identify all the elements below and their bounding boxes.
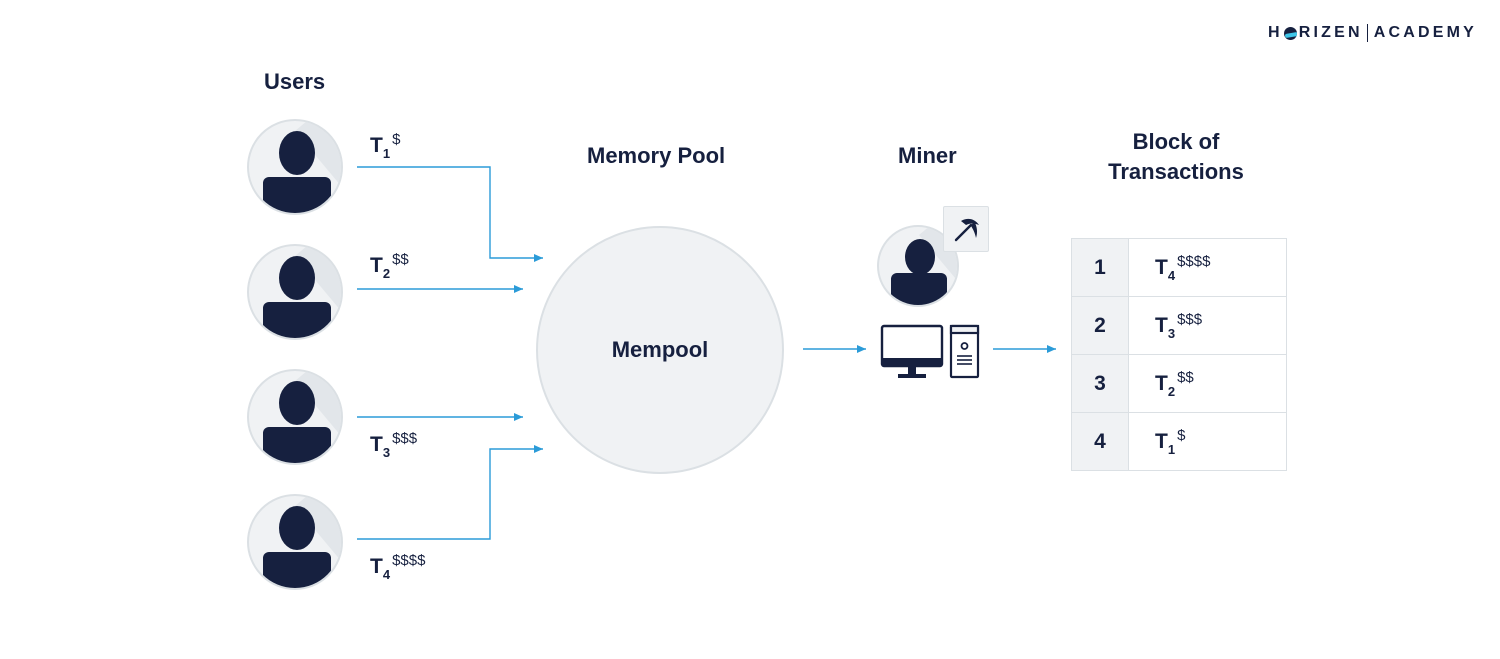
user-icon — [279, 381, 315, 425]
tx-label-2: T2$$ — [370, 251, 409, 281]
arrow-t4 — [357, 445, 543, 540]
pickaxe-icon — [954, 218, 979, 242]
tx-label-1: T1$ — [370, 131, 401, 161]
block-row-tx: T1$ — [1155, 426, 1186, 457]
block-row: 1 T4$$$$ — [1071, 238, 1287, 297]
block-row-tx: T4$$$$ — [1155, 252, 1211, 283]
user-avatar-4 — [247, 494, 343, 590]
block-row-tx: T3$$$ — [1155, 310, 1203, 341]
mempool-label: Mempool — [611, 337, 709, 362]
block-row-tx: T2$$ — [1155, 368, 1194, 399]
user-icon — [279, 131, 315, 175]
user-icon — [905, 239, 935, 275]
tx-label-3: T3$$$ — [370, 430, 418, 460]
user-avatar-2 — [247, 244, 343, 340]
pickaxe-box — [943, 206, 989, 252]
user-icon — [279, 506, 315, 550]
user-avatar-3 — [247, 369, 343, 465]
monitor-icon — [880, 324, 944, 378]
block-of-transactions-table: 1 T4$$$$ 2 T3$$$ 3 T2$$ 4 T1$ — [1071, 238, 1287, 471]
miner-computer — [880, 324, 980, 379]
logo-o-icon — [1283, 26, 1297, 40]
block-row: 4 T1$ — [1071, 412, 1287, 471]
mempool-circle: Mempool — [536, 226, 784, 474]
user-icon — [279, 256, 315, 300]
miner-heading: Miner — [898, 143, 957, 168]
block-row: 2 T3$$$ — [1071, 296, 1287, 355]
block-row: 3 T2$$ — [1071, 354, 1287, 413]
users-heading: Users — [264, 69, 326, 94]
tx-label-4: T4$$$$ — [370, 552, 426, 582]
block-row-number: 4 — [1071, 412, 1129, 471]
block-row-number: 1 — [1071, 238, 1129, 297]
memory-pool-heading: Memory Pool — [587, 143, 726, 168]
computer-tower-icon — [949, 324, 980, 379]
block-row-number: 2 — [1071, 296, 1129, 355]
block-row-number: 3 — [1071, 354, 1129, 413]
user-avatar-1 — [247, 119, 343, 215]
arrow-t1 — [357, 166, 543, 262]
block-heading: Block of Transactions — [1108, 129, 1244, 184]
